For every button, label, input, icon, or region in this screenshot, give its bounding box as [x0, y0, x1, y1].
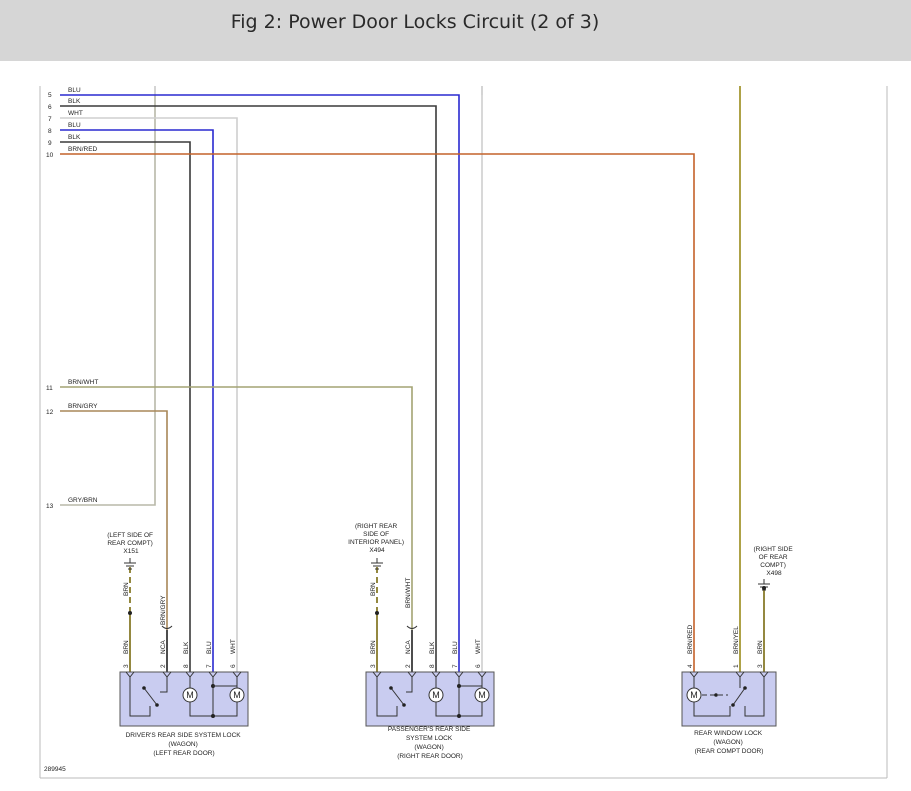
- junction-dot: [714, 693, 718, 697]
- motor-label: M: [432, 690, 440, 700]
- switch-contact-dot: [731, 703, 735, 707]
- wire-blu-passenger: [60, 94, 460, 672]
- wire-label: BLK: [68, 134, 81, 141]
- motor-label: M: [478, 690, 486, 700]
- ground-label-x498: (RIGHT SIDE OF REAR COMPT) X498: [753, 546, 794, 577]
- ground-symbol-x151: [124, 558, 136, 570]
- pin-number: 9: [48, 140, 52, 147]
- wire-label: BLU: [68, 87, 81, 94]
- pin-number: 3: [123, 664, 130, 668]
- wire-gry-brn: [60, 95, 156, 506]
- diagram-id: 289945: [44, 766, 66, 773]
- wire-label: BRN: [123, 640, 130, 654]
- connector-mark-passenger-nca: [406, 625, 418, 629]
- wire-label: NCA: [405, 640, 412, 654]
- wire-label: BRN/WHT: [68, 379, 98, 386]
- wire-blk-passenger: [60, 105, 437, 672]
- wire-label: NCA: [160, 640, 167, 654]
- pin-number: 6: [475, 664, 482, 668]
- wire-label: BLU: [206, 641, 213, 654]
- pin-number: 13: [46, 503, 54, 510]
- switch-contact-dot: [142, 686, 146, 690]
- wire-blk-driver: [60, 141, 191, 672]
- pin-number: 5: [48, 92, 52, 99]
- pin-number: 2: [160, 664, 167, 668]
- wire-label: BRN: [123, 582, 130, 596]
- caption-window-lock: REAR WINDOW LOCK (WAGON) (REAR COMPT DOO…: [694, 730, 764, 755]
- motor-label: M: [233, 690, 241, 700]
- window-lock-internals: [686, 677, 765, 717]
- wire-label: WHT: [68, 110, 83, 117]
- wire-label: BRN: [757, 640, 764, 654]
- wire-label: GRY/BRN: [68, 497, 98, 504]
- wire-label: BRN: [370, 640, 377, 654]
- wire-label: BLK: [183, 641, 190, 654]
- pin-number: 8: [48, 128, 52, 135]
- switch-contact-dot: [155, 703, 159, 707]
- wire-label: BRN/YEL: [733, 626, 740, 654]
- wire-wht: [60, 117, 238, 672]
- ground-symbol-x494: [371, 558, 383, 570]
- caption-passenger-lock: PASSENGER'S REAR SIDE SYSTEM LOCK (WAGON…: [388, 726, 472, 760]
- splice-dot-driver-ground: [128, 611, 132, 615]
- splice-dot-window-ground: [762, 586, 766, 590]
- switch-contact-dot: [402, 703, 406, 707]
- wire-label: BLK: [68, 98, 81, 105]
- wire-label: BLK: [429, 641, 436, 654]
- wire-blu-driver: [60, 129, 214, 672]
- wire-label: BRN/RED: [687, 624, 694, 654]
- pin-number: 10: [46, 152, 54, 159]
- pin-number: 8: [183, 664, 190, 668]
- wire-brn-red: [60, 153, 695, 672]
- wire-brn-gry: [60, 410, 168, 630]
- wire-label: BLU: [452, 641, 459, 654]
- pin-number: 7: [206, 664, 213, 668]
- junction-dot: [211, 714, 215, 718]
- pin-number: 12: [46, 409, 54, 416]
- ground-label-x494: (RIGHT REAR SIDE OF INTERIOR PANEL) X494: [348, 523, 406, 554]
- wire-label: BRN/GRY: [68, 403, 98, 410]
- pin-number: 3: [370, 664, 377, 668]
- diagram-frame: [39, 86, 888, 779]
- wire-label: BLU: [68, 122, 81, 129]
- pin-number: 6: [230, 664, 237, 668]
- driver-lock-internals: [129, 677, 245, 717]
- pin-number: 2: [405, 664, 412, 668]
- switch-contact-dot: [743, 686, 747, 690]
- wire-label: BRN: [370, 582, 377, 596]
- wire-label: BRN/WHT: [405, 578, 412, 608]
- pin-number: 1: [733, 664, 740, 668]
- caption-driver-lock: DRIVER'S REAR SIDE SYSTEM LOCK (WAGON) (…: [126, 732, 243, 757]
- junction-dot: [457, 714, 461, 718]
- pin-number: 6: [48, 104, 52, 111]
- pin-number: 8: [429, 664, 436, 668]
- ground-label-x151: (LEFT SIDE OF REAR COMPT) X151: [107, 532, 155, 555]
- page-title: Fig 2: Power Door Locks Circuit (2 of 3): [230, 11, 600, 33]
- passenger-lock-internals: [376, 677, 490, 717]
- pin-number: 4: [687, 664, 694, 668]
- pin-number: 7: [48, 116, 52, 123]
- wire-label: BRN/GRY: [160, 595, 167, 625]
- connector-mark-driver-nca: [161, 625, 173, 629]
- pin-number: 7: [452, 664, 459, 668]
- title-bar: Fig 2: Power Door Locks Circuit (2 of 3): [0, 0, 911, 61]
- motor-label: M: [690, 690, 698, 700]
- wire-label: WHT: [230, 639, 237, 654]
- pin-number: 11: [46, 385, 53, 392]
- junction-dot: [457, 684, 461, 688]
- wire-brn-wht: [60, 386, 413, 630]
- wire-label: WHT: [475, 639, 482, 654]
- pin-number: 3: [757, 664, 764, 668]
- switch-contact-dot: [389, 686, 393, 690]
- wire-label: BRN/RED: [68, 146, 98, 153]
- splice-dot-passenger-ground: [375, 611, 379, 615]
- motor-label: M: [186, 690, 194, 700]
